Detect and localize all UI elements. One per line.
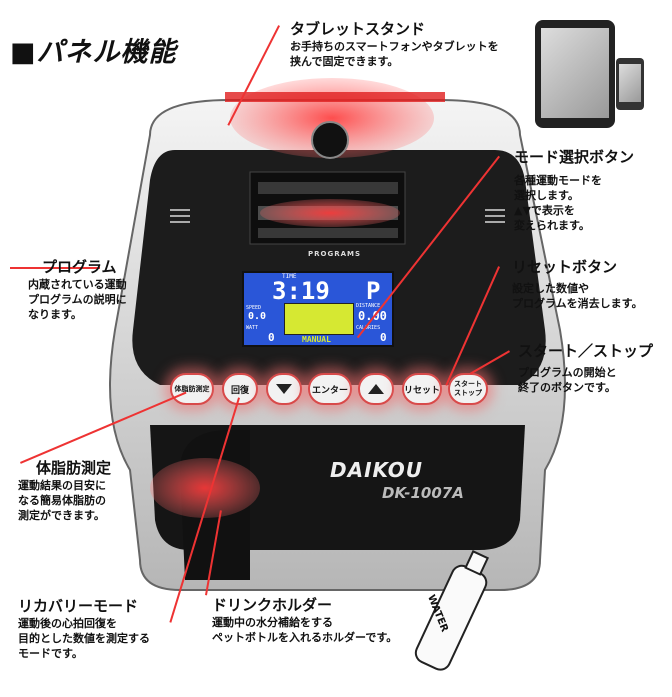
model-number: DK-1007A <box>382 484 464 502</box>
callout-recovery: リカバリーモード 運動後の心拍回復を 目的とした数値を測定する モードです。 <box>18 595 150 661</box>
callout-title: タブレットスタンド <box>290 20 426 38</box>
lcd-distance-label: DISTANCE <box>356 303 381 309</box>
callout-title: リセットボタン <box>512 258 618 276</box>
up-arrow-icon <box>368 384 384 394</box>
tablet-icon <box>535 20 615 128</box>
lcd-profile-graph <box>284 303 354 335</box>
brand-logo: DAIKOU <box>330 458 423 482</box>
recovery-button[interactable]: 回復 <box>222 373 258 405</box>
callout-start-stop: スタート／ストップ プログラムの開始と 終了のボタンです。 <box>518 340 653 395</box>
callout-desc: 運動中の水分補給をする ペットボトルを入れるホルダーです。 <box>212 616 398 644</box>
reset-button[interactable]: リセット <box>402 373 442 405</box>
callout-desc: プログラムの開始と 終了のボタンです。 <box>518 366 617 394</box>
lcd-speed: 0.0 <box>248 311 267 322</box>
lcd-time: 3:19 <box>272 277 330 305</box>
callout-desc: 運動後の心拍回復を 目的とした数値を測定する モードです。 <box>18 617 150 660</box>
lcd-watt-label: WATT <box>246 325 259 331</box>
callout-desc: 内蔵されている運動 プログラムの説明に なります。 <box>28 278 127 321</box>
callout-title: 体脂肪測定 <box>36 459 112 477</box>
enter-button[interactable]: エンター <box>308 373 352 405</box>
callout-title: スタート／ストップ <box>518 342 654 360</box>
programs-label: PROGRAMS <box>308 250 362 258</box>
callout-title: モード選択ボタン <box>514 148 635 166</box>
callout-desc: 各種運動モードを 選択します。 ▲▼で表示を 変えられます。 <box>514 174 602 232</box>
down-button[interactable] <box>266 373 302 405</box>
phone-icon <box>616 58 644 110</box>
callout-title: リカバリーモード <box>18 597 139 615</box>
callout-reset: リセットボタン 設定した数値や プログラムを消去します。 <box>512 256 643 311</box>
callout-desc: 設定した数値や プログラムを消去します。 <box>512 282 643 310</box>
lcd-level: P <box>366 277 381 305</box>
callout-tablet-stand: タブレットスタンド お手持ちのスマートフォンやタブレットを 挟んで固定できます。 <box>290 18 499 69</box>
body-fat-button[interactable]: 体脂肪測定 <box>170 373 214 405</box>
lcd-calories-label: CALORIES <box>356 325 381 331</box>
callout-mode-select: モード選択ボタン 各種運動モードを 選択します。 ▲▼で表示を 変えられます。 <box>514 146 634 233</box>
lcd-calories: 0 <box>380 331 387 344</box>
page-title: ■パネル機能 <box>10 37 177 68</box>
up-button[interactable] <box>358 373 394 405</box>
start-stop-button[interactable]: スタート ストップ <box>448 373 488 405</box>
lcd-watt: 0 <box>268 331 275 344</box>
callout-title: プログラム <box>42 258 117 276</box>
callout-program: プログラム 内蔵されている運動 プログラムの説明に なります。 <box>28 256 127 322</box>
lcd-mode: MANUAL <box>302 335 331 344</box>
callout-title: ドリンクホルダー <box>212 596 333 614</box>
lcd-screen: TIME 3:19 P SPEED 0.0 WATT 0 DISTANCE 0.… <box>242 271 394 347</box>
program-line <box>10 267 100 269</box>
lcd-speed-label: SPEED <box>246 305 262 311</box>
lcd-time-label: TIME <box>282 273 297 280</box>
callout-drink-holder: ドリンクホルダー 運動中の水分補給をする ペットボトルを入れるホルダーです。 <box>212 594 397 645</box>
callout-desc: お手持ちのスマートフォンやタブレットを 挟んで固定できます。 <box>290 40 499 68</box>
down-arrow-icon <box>276 384 292 394</box>
callout-body-fat: 体脂肪測定 運動結果の目安に なる簡易体脂肪の 測定ができます。 <box>18 457 111 523</box>
callout-desc: 運動結果の目安に なる簡易体脂肪の 測定ができます。 <box>18 479 106 522</box>
